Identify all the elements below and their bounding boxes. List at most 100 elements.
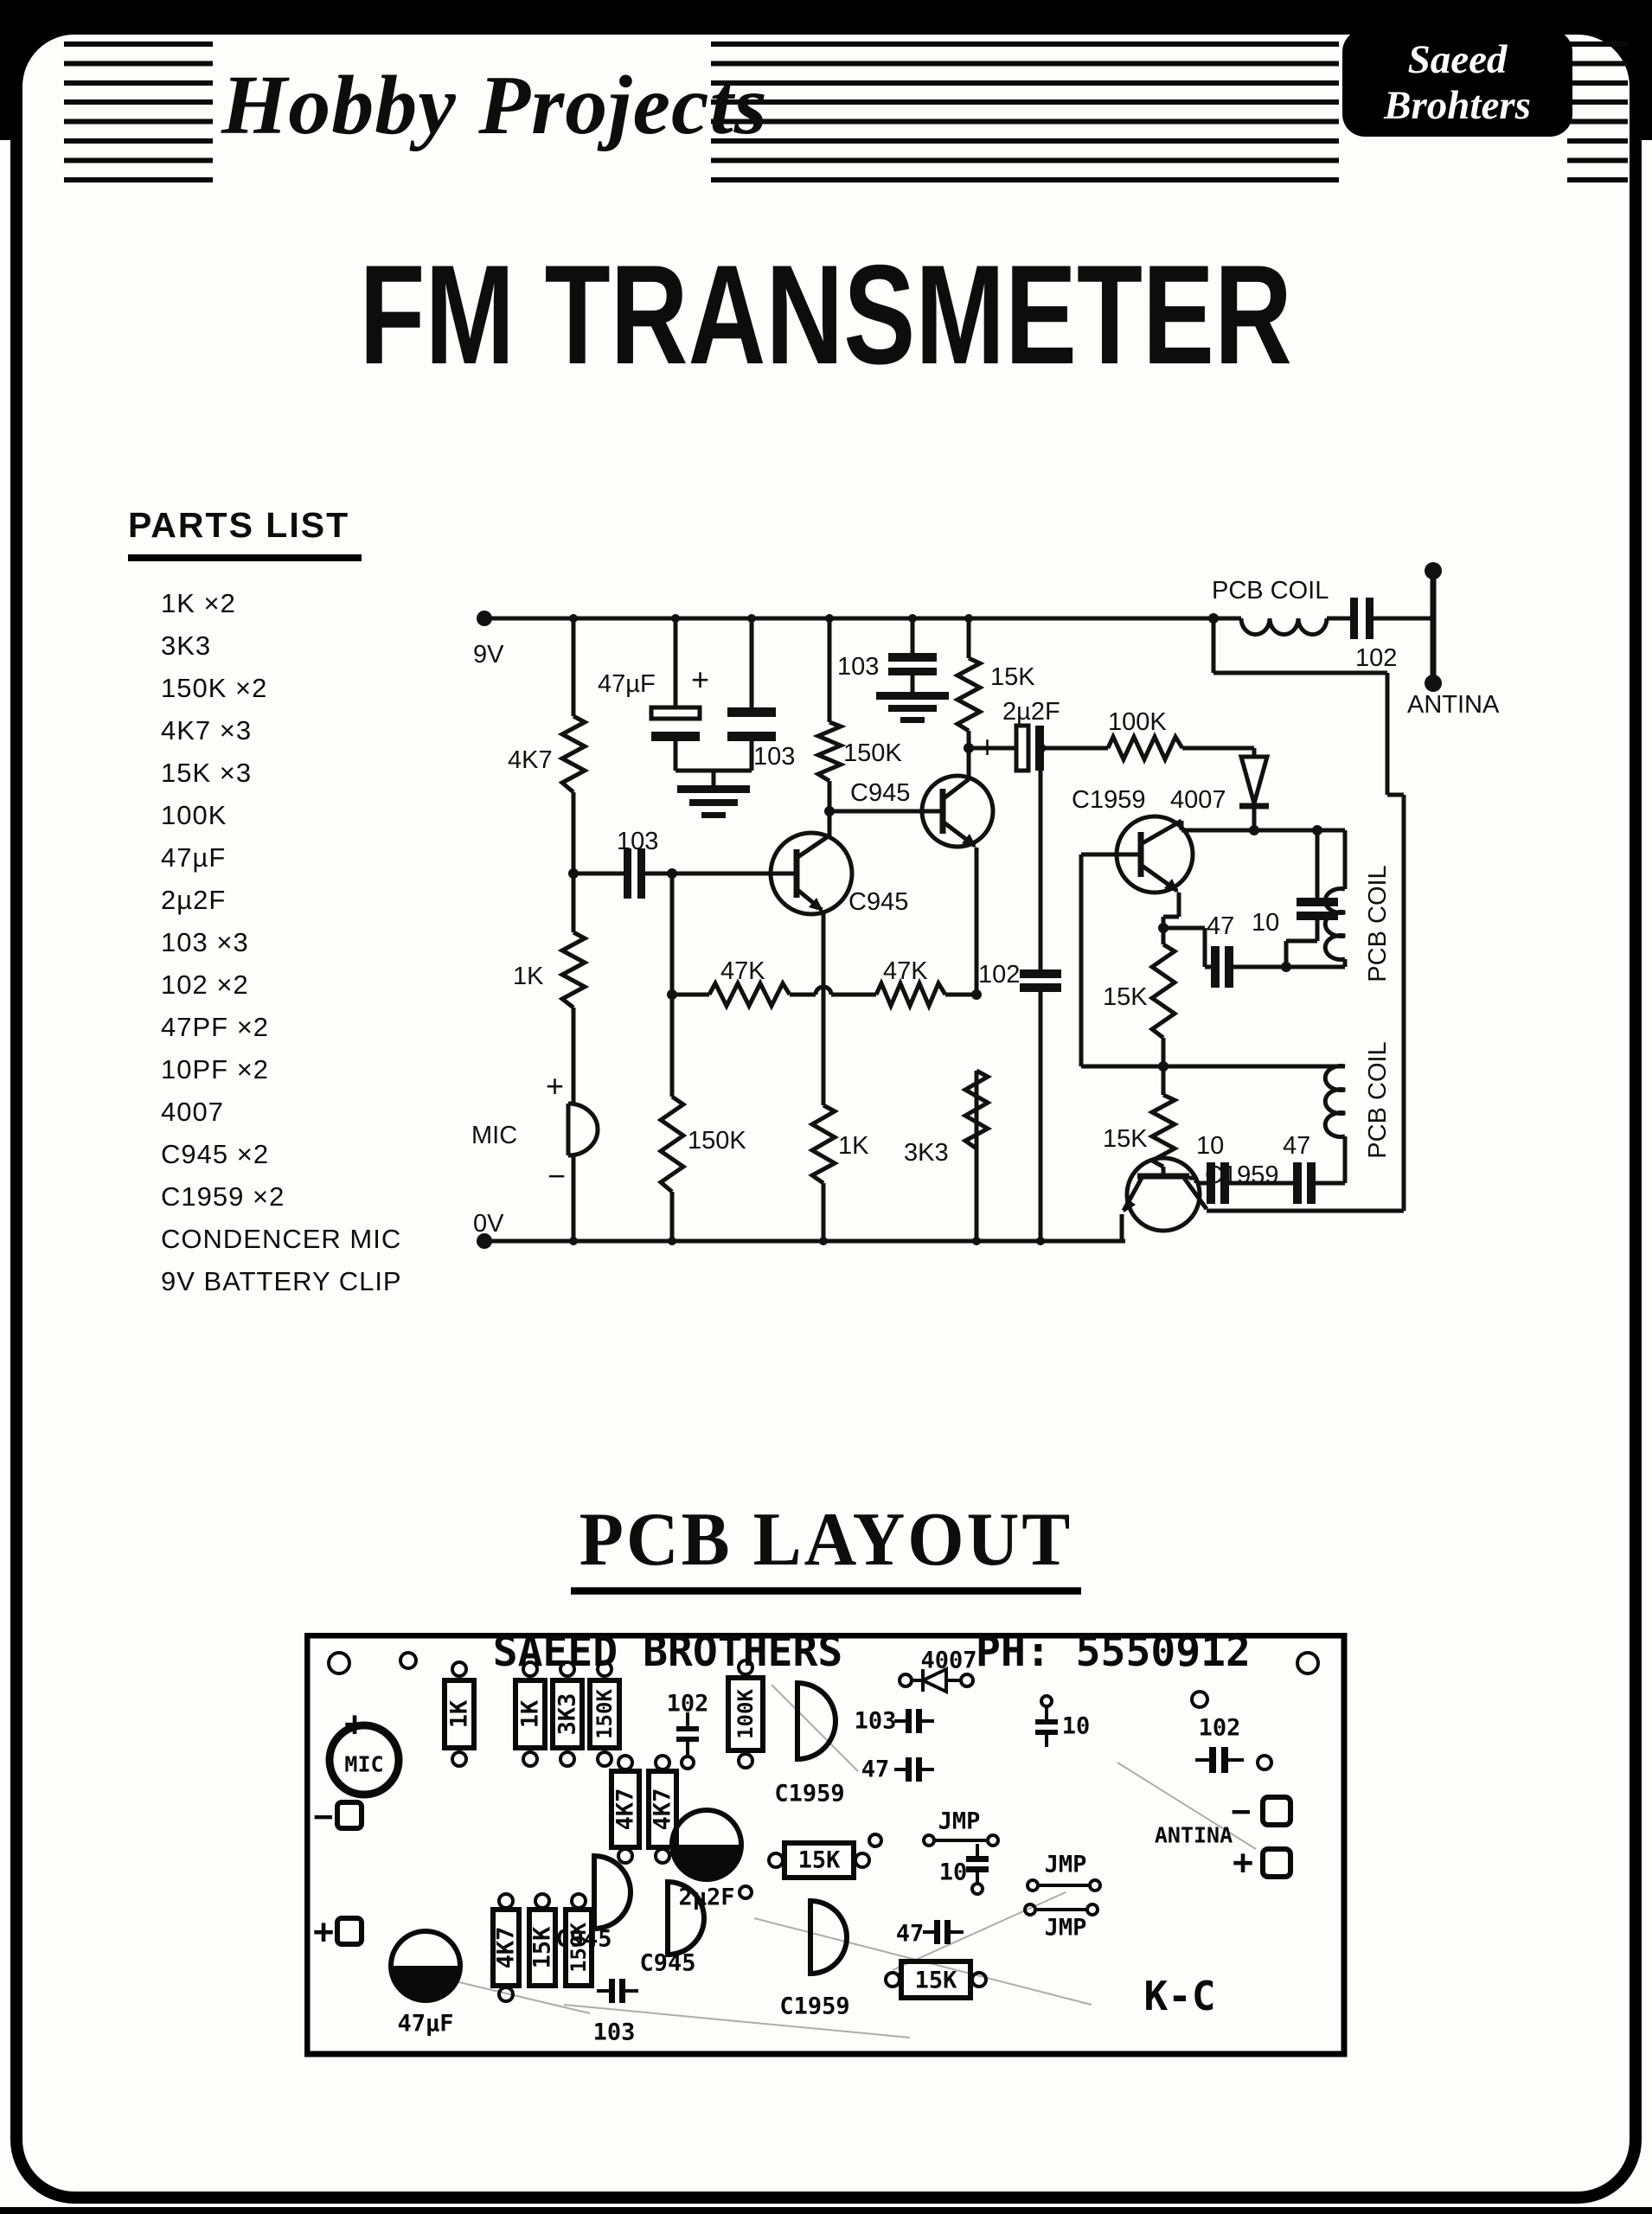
schematic-label: 102: [978, 961, 1020, 989]
schematic-label: 3K3: [904, 1139, 949, 1167]
pcb-label: C945: [555, 1926, 611, 1953]
pcb-label: 1K: [446, 1699, 473, 1728]
pcb-label: PH: 5550912: [976, 1633, 1251, 1676]
schematic-label: 150K: [688, 1127, 746, 1155]
pcb-label: MIC: [344, 1752, 383, 1777]
pcb-label: C945: [639, 1950, 695, 1977]
header-rule-lines-right: [1567, 42, 1628, 182]
pcb-layout-heading: PCB LAYOUT: [0, 1497, 1652, 1595]
parts-list-item: 1K ×2: [161, 588, 236, 618]
pcb-label: 103: [593, 2019, 636, 2046]
schematic-label: 47K: [720, 957, 765, 985]
schematic-label: +: [546, 1068, 564, 1104]
pcb-label: 4K7: [612, 1788, 639, 1831]
pcb-label: 150K: [592, 1689, 617, 1739]
pcb-label: 2µ2F: [678, 1884, 734, 1911]
pcb-shapes: [304, 1633, 1348, 2057]
schematic-label: 103: [837, 653, 879, 681]
parts-list-item: 15K ×3: [161, 758, 253, 788]
parts-list-item: 9V BATTERY CLIP: [161, 1266, 402, 1296]
schematic-label: 1K: [513, 963, 544, 990]
parts-list-item: 10PF ×2: [161, 1054, 270, 1085]
pcb-label: 102: [1199, 1715, 1241, 1742]
pcb-label: C1959: [774, 1781, 844, 1808]
schematic-label: 2µ2F: [1002, 698, 1060, 726]
schematic-label: 1K: [838, 1132, 869, 1160]
pcb-label: JMP: [1045, 1852, 1087, 1878]
parts-list-item: 47PF ×2: [161, 1012, 270, 1042]
parts-list-item: 47µF: [161, 842, 227, 873]
parts-list-item: 4007: [161, 1097, 224, 1127]
pcb-label: 1K: [517, 1699, 544, 1728]
schematic-label: 47K: [883, 957, 928, 985]
badge-line-1: Saeed: [1407, 37, 1508, 83]
page-border-frame: [10, 22, 1642, 2204]
pcb-label: 47: [861, 1756, 890, 1783]
pcb-label: 47: [896, 1921, 925, 1948]
header-rule-lines-middle: [711, 42, 1339, 182]
pcb-label: ANTINA: [1155, 1823, 1233, 1848]
pcb-label: K-C: [1143, 1973, 1215, 2019]
header-rule-lines-left: [64, 42, 213, 182]
schematic-label: PCB COIL: [1212, 577, 1329, 605]
schematic-label: PCB COIL: [1364, 865, 1392, 982]
parts-list-item: CONDENCER MIC: [161, 1224, 402, 1254]
schematic-label: C1959: [1072, 786, 1145, 814]
pcb-label: +: [313, 1912, 334, 1952]
pcb-label: 15K: [915, 1968, 958, 1994]
pcb-label: 102: [667, 1691, 709, 1718]
schematic-label: +: [691, 662, 709, 697]
schematic-label: 4K7: [508, 746, 553, 774]
schematic-label: 103: [617, 828, 658, 855]
pcb-label: 100K: [733, 1689, 758, 1739]
pcb-label: 10: [939, 1859, 968, 1886]
parts-list-item: 3K3: [161, 630, 212, 661]
schematic-label: 102: [1355, 644, 1397, 672]
schematic-wires: [477, 562, 1442, 1249]
page-title-text: FM TRANSMETER: [359, 235, 1293, 394]
pcb-label: 150K: [567, 1923, 591, 1973]
pcb-label: JMP: [1045, 1915, 1087, 1942]
pcb-label: 15K: [529, 1926, 556, 1969]
schematic-label: 10: [1252, 909, 1279, 937]
schematic-label: C945: [850, 779, 910, 807]
pcb-label: 4K7: [650, 1788, 676, 1831]
schematic-label: 4007: [1170, 786, 1226, 814]
pcb-label: C1959: [779, 1993, 849, 2020]
schematic-label: C1959: [1205, 1161, 1278, 1189]
schematic-label: PCB COIL: [1364, 1041, 1392, 1158]
pcb-label: +: [344, 1705, 365, 1744]
parts-list-item: C945 ×2: [161, 1139, 270, 1169]
schematic-labels: 9V0V4K747µF+103103150K15K2µ2F+100KC945C9…: [471, 577, 1500, 1238]
parts-list-item: 2µ2F: [161, 885, 227, 915]
schematic-label: 10: [1196, 1132, 1224, 1160]
pcb-label: +: [1233, 1843, 1253, 1883]
pcb-label: 4K7: [493, 1927, 520, 1969]
schematic-label: −: [547, 1158, 566, 1193]
publisher-brand: Hobby Projects: [221, 59, 768, 152]
pcb-label: 10: [1062, 1713, 1091, 1740]
schematic-label: 103: [753, 743, 795, 771]
pcb-label: 4007: [920, 1648, 976, 1674]
page-title: FM TRANSMETER: [0, 234, 1652, 394]
parts-list-heading: PARTS LIST: [128, 505, 362, 561]
schematic-label: 9V: [473, 641, 504, 669]
parts-list-item: C1959 ×2: [161, 1181, 285, 1212]
pcb-label: 47µF: [397, 2011, 453, 2038]
parts-list-item: 150K ×2: [161, 673, 268, 703]
parts-list-item: 102 ×2: [161, 969, 249, 1000]
pcb-label: JMP: [938, 1808, 981, 1835]
publisher-badge: Saeed Brohters: [1342, 29, 1572, 137]
schematic-label: ANTINA: [1407, 691, 1500, 719]
pcb-label: 3K3: [554, 1693, 581, 1736]
scan-top-bar: [0, 0, 1652, 22]
schematic-label: 100K: [1108, 708, 1167, 736]
schematic-label: MIC: [471, 1122, 517, 1149]
schematic-label: 15K: [1103, 983, 1148, 1011]
parts-list-item: 103 ×3: [161, 927, 249, 957]
